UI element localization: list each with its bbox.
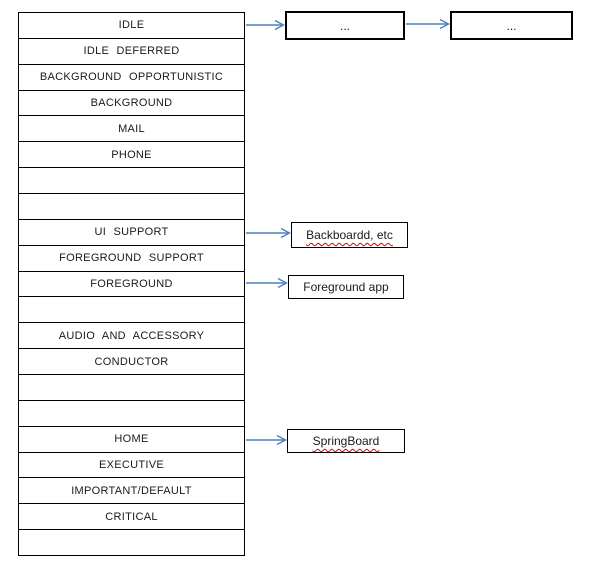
band-row [19, 297, 244, 324]
band-label: IMPORTANT/DEFAULT [71, 484, 192, 497]
band-row: PHONE [19, 142, 244, 169]
band-label: UI SUPPORT [94, 226, 169, 239]
callout-foreground-app: Foreground app [288, 275, 404, 299]
callout-foreground-app-label: Foreground app [303, 280, 389, 294]
band-row: IDLE [19, 13, 244, 39]
band-row: HOME [19, 427, 244, 453]
band-row: BACKGROUND [19, 91, 244, 117]
callout-ellipsis-1-label: ... [339, 18, 350, 33]
arrow-idle-to-ellipsis-1 [246, 19, 285, 31]
arrow-foreground-to-foreground-app [246, 277, 288, 289]
band-row [19, 401, 244, 427]
callout-backboardd: Backboardd, etc [291, 222, 408, 248]
callout-ellipsis-1: ... [285, 11, 405, 40]
band-label: FOREGROUND [90, 278, 173, 291]
band-label: IDLE [118, 19, 145, 32]
band-row: AUDIO AND ACCESSORY [19, 323, 244, 350]
priority-band-table: IDLE IDLE DEFERRED BACKGROUND OPPORTUNISTI… [18, 12, 245, 556]
band-row: UI SUPPORT [19, 220, 244, 246]
band-label: EXECUTIVE [98, 459, 165, 472]
callout-springboard: SpringBoard [287, 429, 405, 453]
band-label: BACKGROUND [90, 97, 173, 109]
arrow-ui-support-to-backboardd [246, 227, 291, 239]
band-row: CONDUCTOR [19, 349, 244, 376]
callout-springboard-label: SpringBoard [312, 434, 380, 448]
band-row: IDLE DEFERRED [19, 39, 244, 65]
band-row: CRITICAL [19, 504, 244, 531]
band-label: BACKGROUND OPPORTUNISTIC [39, 71, 224, 84]
band-label: MAIL [118, 122, 145, 135]
band-label: PHONE [111, 148, 152, 161]
callout-backboardd-label: Backboardd, etc [306, 228, 393, 242]
band-row [19, 530, 244, 555]
band-row [19, 168, 244, 195]
band-row [19, 375, 244, 401]
band-row: EXECUTIVE [19, 453, 244, 479]
callout-ellipsis-2-label: ... [506, 18, 517, 33]
band-row: FOREGROUND [19, 272, 244, 298]
arrow-home-to-springboard [246, 434, 287, 446]
band-label: AUDIO AND ACCESSORY [58, 329, 205, 342]
band-label: FOREGROUND SUPPORT [59, 252, 204, 265]
callout-ellipsis-2: ... [450, 11, 573, 40]
band-label: CRITICAL [105, 510, 158, 523]
band-row: IMPORTANT/DEFAULT [19, 478, 244, 505]
band-row: FOREGROUND SUPPORT [19, 246, 244, 272]
band-row [19, 194, 244, 220]
band-label: IDLE DEFERRED [83, 45, 180, 58]
band-label: HOME [114, 433, 149, 446]
band-row: BACKGROUND OPPORTUNISTIC [19, 65, 244, 91]
arrow-ellipsis-1-to-ellipsis-2 [406, 18, 450, 30]
band-row: MAIL [19, 116, 244, 143]
band-label: CONDUCTOR [94, 355, 169, 368]
